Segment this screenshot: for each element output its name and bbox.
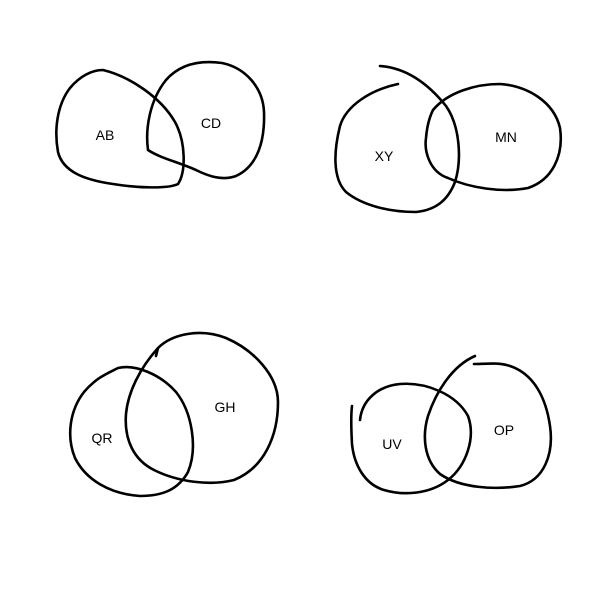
venn-diagram-3: QR GH	[68, 331, 280, 498]
label-gh: GH	[215, 399, 236, 415]
circle-qr	[68, 365, 195, 498]
circle-uv	[349, 382, 473, 495]
venn-diagram-2: XY MN	[334, 64, 563, 214]
venn-diagram-1: AB CD	[55, 60, 266, 189]
label-uv: UV	[382, 436, 402, 452]
circle-ab	[55, 68, 185, 189]
circle-gh	[124, 331, 280, 485]
circle-op	[423, 354, 553, 490]
venn-diagram-4: UV OP	[349, 354, 553, 495]
circle-mn	[424, 82, 563, 192]
label-cd: CD	[201, 115, 221, 131]
label-qr: QR	[92, 430, 113, 446]
circle-cd	[145, 60, 266, 180]
label-ab: AB	[96, 127, 115, 143]
label-xy: XY	[375, 148, 394, 164]
label-op: OP	[494, 422, 514, 438]
label-mn: MN	[495, 129, 517, 145]
circle-xy	[334, 64, 461, 214]
